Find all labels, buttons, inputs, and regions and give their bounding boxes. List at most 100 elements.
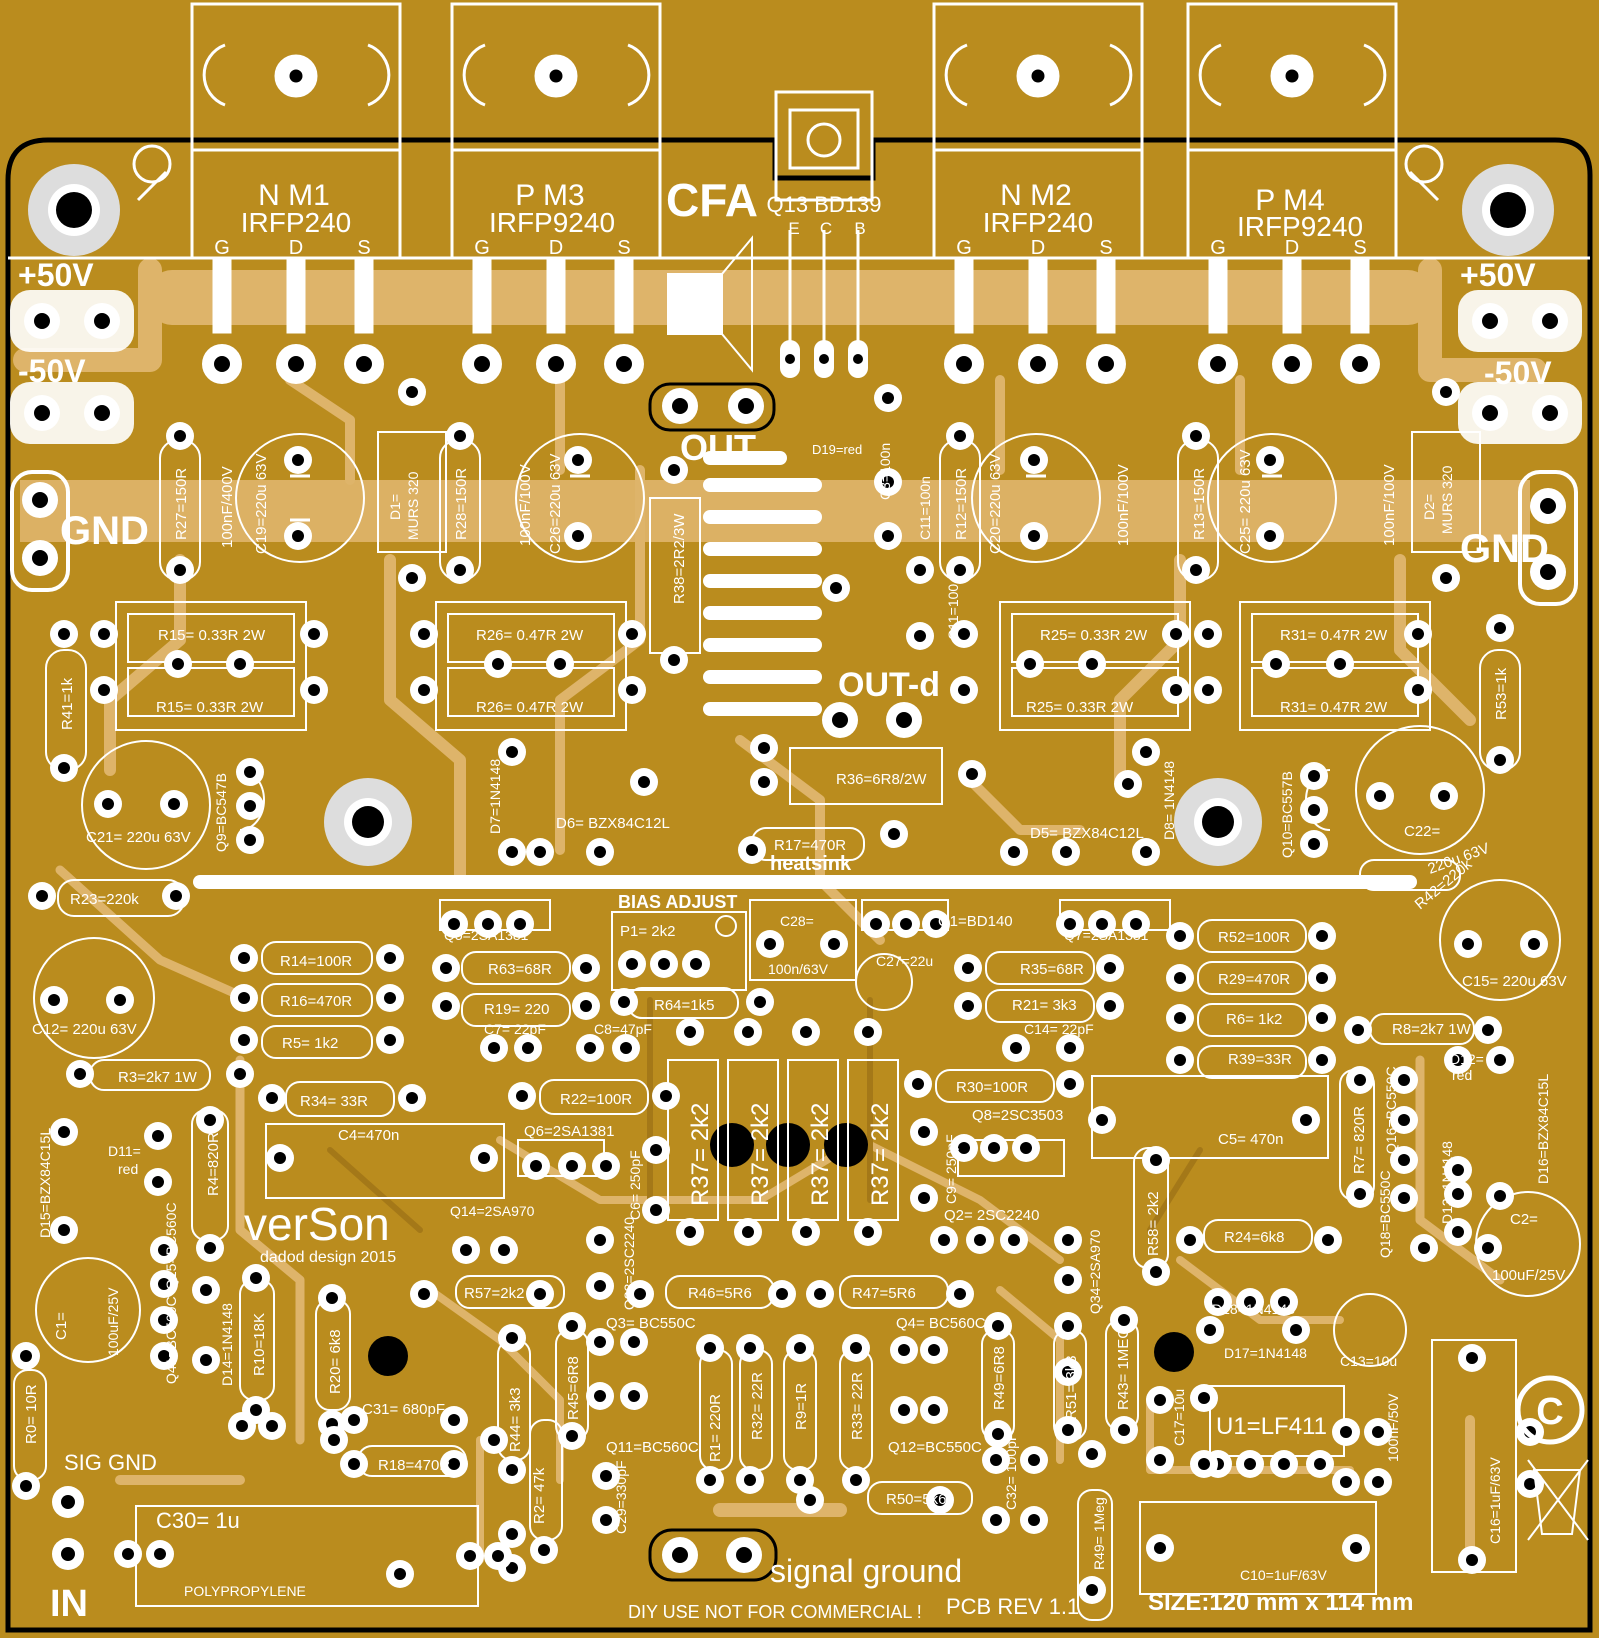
pin-g: G [214,237,230,259]
c100n100c-label: 100nF/100V [1381,464,1398,546]
m3-name: P M3 [515,179,584,212]
r15-label-a: R15= 0.33R 2W [158,627,266,644]
silkscreen-outlines [13,431,1581,1621]
u1-label: U1=LF411 [1216,1413,1327,1440]
r13-label: R13=150R [1191,468,1208,540]
r45-label: R45=6R8 [565,1356,582,1420]
c25-label: C25= 220u 63V [1237,449,1254,554]
d17-label: D17=1N4148 [1224,1345,1307,1361]
plus50-left: +50V [18,257,94,293]
power-connectors [10,290,1582,1582]
out-d-label: OUT-d [838,666,940,704]
copyright-mark [1515,1375,1585,1445]
recycle-bin-icon [1527,1459,1589,1541]
mosfet-m1 [190,2,402,334]
d11-label: D11= [108,1143,141,1159]
d12-label: D12= [1450,1051,1484,1067]
r39-label: R39=33R [1228,1051,1292,1068]
q6-label: Q6=2SA1381 [524,1123,615,1140]
r49b-label: R49= 1Meg [1091,1497,1107,1570]
pin-g: G [1210,237,1226,259]
q13-transistor [774,90,874,345]
r43-label: R43= 1MEG [1115,1327,1132,1410]
c3-label: C3=100n [877,443,893,500]
r8-label: R8=2k7 1W [1392,1021,1472,1038]
r36-label: R36=6R8/2W [836,771,927,788]
r4-label: R4=820R [205,1132,222,1196]
d2-part: MURS 320 [1439,465,1455,534]
r37d-label: R37= 2k2 [867,1103,894,1206]
pin-d: D [289,237,303,259]
gnd-right: GND [1460,527,1549,571]
polypropylene-label: POLYPROPYLENE [184,1583,306,1599]
q8-label: Q8=2SC3503 [972,1107,1063,1124]
r25-label-a: R25= 0.33R 2W [1040,627,1148,644]
q13-pin-b: B [854,219,865,238]
copper-traces-dark [327,997,1203,1233]
r35-label: R35=68R [1020,961,1084,978]
r57-label: R57=2k2 [464,1285,524,1302]
q9-label: Q9=BC547B [213,773,229,852]
m4-part: IRFP9240 [1237,211,1363,242]
size-label: SIZE:120 mm x 114 mm [1148,1589,1413,1616]
signal-ground-label: signal ground [770,1553,962,1589]
c26-label: C26=220u 63V [547,453,564,554]
r26-label-b: R26= 0.47R 2W [476,699,584,716]
verson-logo: verSon [244,1198,390,1250]
q3-label: Q3= BC550C [606,1315,696,1332]
r6-label: R6= 1k2 [1226,1011,1282,1028]
d16-label: D16=BZX84C15L [1535,1074,1551,1184]
r18-label: R18=470R [378,1457,450,1474]
d5-label: D5= BZX84C12L [1030,825,1144,842]
q13-pin-c: C [820,219,832,238]
r44-label: R44= 3k3 [507,1387,524,1452]
r32-label: R32= 22R [749,1372,766,1440]
pin-s: S [1099,237,1112,259]
pin-g: G [956,237,972,259]
r37b-label: R37= 2k2 [747,1103,774,1206]
c16-label: C16=1uF/63V [1487,1457,1503,1544]
r33-label: R33= 22R [849,1372,866,1440]
c2-value: 100uF/25V [1492,1267,1565,1284]
c100n50-label: 100nF/50V [1385,1393,1401,1462]
rev-label: PCB REV 1.1 [946,1594,1079,1619]
diy-note: DIY USE NOT FOR COMMERCIAL ! [628,1602,922,1622]
r0-label: R0= 10R [23,1384,40,1444]
c22-label: C22= [1404,823,1441,840]
r17-label: R17=470R [774,837,846,854]
q41-label: Q41=BC560C [163,1296,179,1384]
c5-label: C5= 470n [1218,1131,1283,1148]
pin-d: D [1031,237,1045,259]
r30-label: R30=100R [956,1079,1028,1096]
c7-label: C7= 22pF [484,1021,546,1037]
r14-label: R14=100R [280,953,352,970]
r3-label: R3=2k7 1W [118,1069,198,1086]
r51-label: R51= 3k3 [1063,1355,1080,1420]
c30-label: C30= 1u [156,1508,240,1533]
c10-label: C10=1uF/63V [1240,1567,1327,1583]
c100n400-label: 100nF/400V [219,466,236,548]
screw-icon [132,144,1444,202]
c12-label: C12= 220u 63V [32,1021,137,1038]
mosfet-m2 [932,2,1144,334]
c1-label: C1= [53,1312,70,1340]
r20-label: R20= 6k8 [327,1329,344,1394]
mosfet-m4 [1186,2,1398,334]
r16-label: R16=470R [280,993,352,1010]
c29-label: C29=330pF [613,1460,629,1534]
q18-label: Q18=BC550C [1377,1170,1393,1258]
r1-label: R1= 220R [707,1394,724,1462]
q2-label: Q2= 2SC2240 [944,1207,1040,1224]
p1-label: P1= 2k2 [620,923,675,940]
d19-label: D19=red [812,442,862,457]
speaker-icon [667,235,753,373]
d15-label: D15=BZX84C15L [37,1128,53,1238]
copyright-letter: C [1536,1391,1563,1433]
c32-label: C32= 100pF [1003,1433,1019,1510]
r46-label: R46=5R6 [688,1285,752,1302]
r2-label: R2= 47k [531,1467,548,1524]
q12-label: Q12=BC550C [888,1439,982,1456]
c15-label: C15= 220u 63V [1462,973,1567,990]
q11-label: Q11=BC560C [606,1439,699,1456]
minus50-left: -50V [18,353,86,389]
